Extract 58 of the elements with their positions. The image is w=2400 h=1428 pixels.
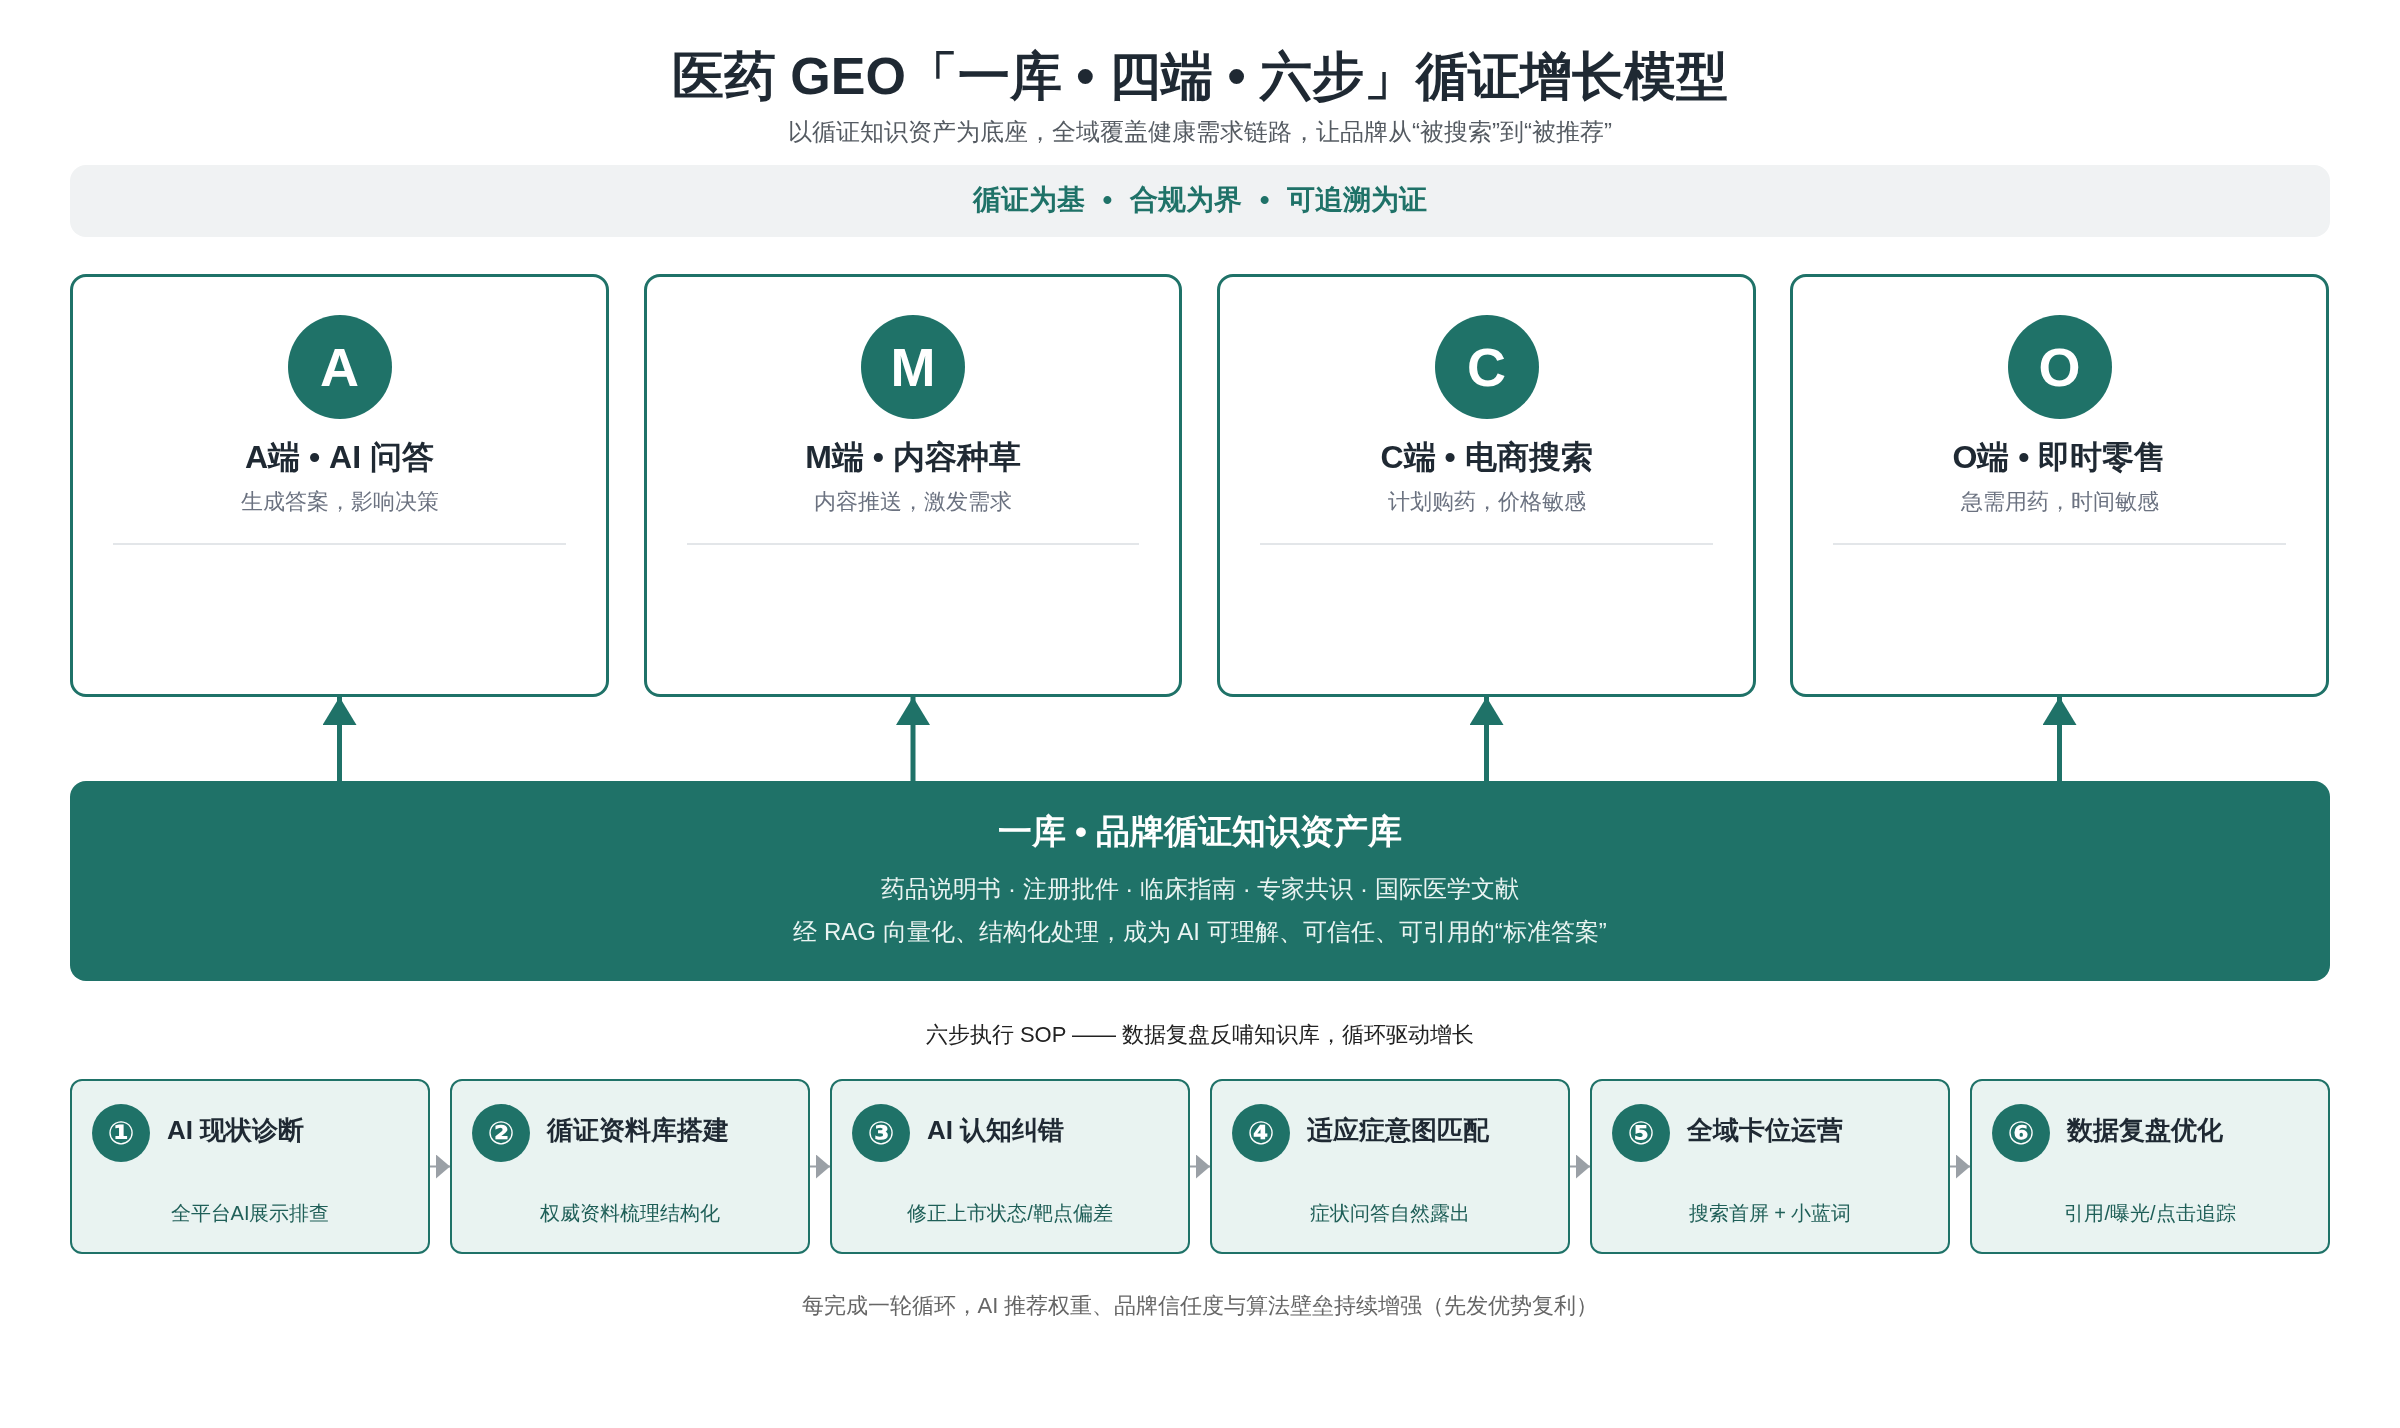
knowledge-base-panel [70, 781, 2330, 981]
arrow [322, 697, 357, 781]
step-card [830, 1079, 1190, 1254]
step-description: 修正上市状态/靶点偏差 [907, 1201, 1113, 1226]
arrow [896, 697, 930, 781]
letter-badge: M [861, 315, 965, 419]
step-title: 全域卡位运营 [1687, 1114, 1843, 1146]
step-number-badge: ③ [852, 1104, 910, 1162]
letter-badge: C [1434, 315, 1539, 419]
step-number-badge: ④ [1232, 1104, 1290, 1162]
step-number-badge: ① [92, 1104, 150, 1162]
card-title: O端 • 即时零售 [1952, 438, 2167, 477]
step-number-badge: ⑥ [1992, 1104, 2050, 1162]
letter-badge: A [287, 315, 392, 419]
subtitle: 以循证知识资产为底座，全域覆盖健康需求链路，让品牌从“被搜索”到“被推荐” [788, 117, 1612, 147]
step-description: 症状问答自然露出 [1310, 1201, 1470, 1226]
step-card [1210, 1079, 1570, 1254]
step-card [1970, 1079, 2330, 1254]
card-title: A端 • AI 问答 [245, 438, 434, 477]
sop-caption: 六步执行 SOP —— 数据复盘反哺知识库，循环驱动增长 [925, 1021, 1475, 1049]
step-description: 搜索首屏 + 小蓝词 [1688, 1201, 1852, 1226]
channel-card [1217, 274, 1756, 697]
channel-card [1790, 274, 2329, 697]
card-title: C端 • 电商搜索 [1380, 438, 1593, 477]
chevron-arrow [429, 1154, 451, 1179]
card-subtitle: 生成答案，影响决策 [240, 488, 439, 516]
step-title: 适应症意图匹配 [1307, 1114, 1489, 1146]
arrow [2042, 697, 2077, 781]
step-number-badge: ② [472, 1104, 530, 1162]
step-card [70, 1079, 430, 1254]
step-title: 数据复盘优化 [2067, 1114, 2223, 1146]
letter-badge: O [2007, 315, 2112, 419]
step-description: 权威资料梳理结构化 [540, 1201, 720, 1226]
card-subtitle: 计划购药，价格敏感 [1387, 488, 1586, 516]
diagram-title: 医药 GEO「一库 • 四端 • 六步」循证增长模型 [671, 46, 1729, 107]
step-title: 循证资料库搭建 [547, 1114, 729, 1146]
panel-description: 经 RAG 向量化、结构化处理，成为 AI 可理解、可信任、可引用的“标准答案” [793, 917, 1607, 947]
step-title: AI 认知纠错 [927, 1114, 1065, 1146]
card-subtitle: 急需用药，时间敏感 [1960, 488, 2159, 516]
step-card [450, 1079, 810, 1254]
card-title: M端 • 内容种草 [805, 438, 1021, 477]
step-description: 引用/曝光/点击追踪 [2064, 1201, 2236, 1226]
principles-text: 循证为基 • 合规为界 • 可追溯为证 [972, 183, 1428, 217]
channel-card [644, 274, 1182, 697]
chevron-arrow [1949, 1154, 1971, 1179]
step-card [1590, 1079, 1950, 1254]
step-number-badge: ⑤ [1612, 1104, 1670, 1162]
channel-card [70, 274, 609, 697]
card-subtitle: 内容推送，激发需求 [814, 488, 1012, 516]
chevron-arrow [1569, 1154, 1591, 1179]
step-title: AI 现状诊断 [167, 1114, 305, 1146]
panel-title: 一库 • 品牌循证知识资产库 [997, 811, 1403, 852]
arrow [1469, 697, 1504, 781]
source-list: 药品说明书 · 注册批件 · 临床指南 · 专家共识 · 国际医学文献 [881, 874, 1519, 904]
chevron-arrow [1189, 1154, 1211, 1179]
step-description: 全平台AI展示排查 [170, 1201, 330, 1226]
footer-note: 每完成一轮循环，AI 推荐权重、品牌信任度与算法壁垒持续增强（先发优势复利） [801, 1292, 1599, 1320]
chevron-arrow [809, 1154, 831, 1179]
